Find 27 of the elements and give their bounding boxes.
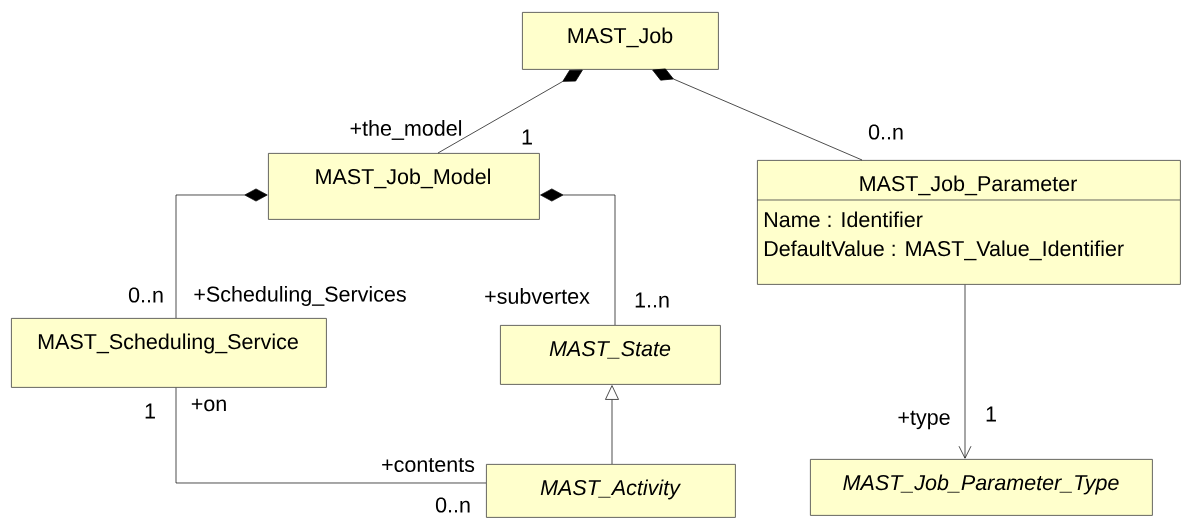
association-arrow (958, 284, 972, 459)
class-box: MAST_Job_Parameter_Type (810, 459, 1153, 516)
class-box: MAST_State (500, 325, 721, 385)
multiplicity-label: 1 (145, 403, 155, 419)
class-box: MAST_Scheduling_Service (11, 318, 327, 388)
generalization-arrow (605, 385, 619, 465)
role-label: +Scheduling_Services (194, 286, 406, 306)
multiplicity-label: 0..n (435, 497, 470, 513)
role-label: +contents (382, 457, 475, 473)
multiplicity-label: 1 (522, 129, 532, 145)
role-label: +type (898, 410, 950, 430)
multiplicity-label: 1..n (635, 292, 669, 308)
association-line (175, 387, 487, 484)
composition-line (540, 188, 616, 326)
role-label: +subvertex (485, 288, 590, 304)
class-box: MAST_Job_Model (268, 153, 540, 220)
composition-line (437, 69, 583, 154)
multiplicity-label: 0..n (868, 124, 903, 140)
role-label: +on (191, 398, 226, 412)
composition-line (175, 188, 268, 319)
class-box: MAST_Job (522, 12, 719, 70)
multiplicity-label: 0..n (128, 287, 163, 303)
composition-line (652, 68, 863, 161)
multiplicity-label: 1 (986, 406, 996, 422)
class-box: MAST_Activity (486, 464, 736, 518)
role-label: +the_model (350, 120, 462, 140)
class-box: MAST_Job_Parameter Name : Identifier DefaultValue : MAST_Value_Identifier (756, 160, 1181, 285)
